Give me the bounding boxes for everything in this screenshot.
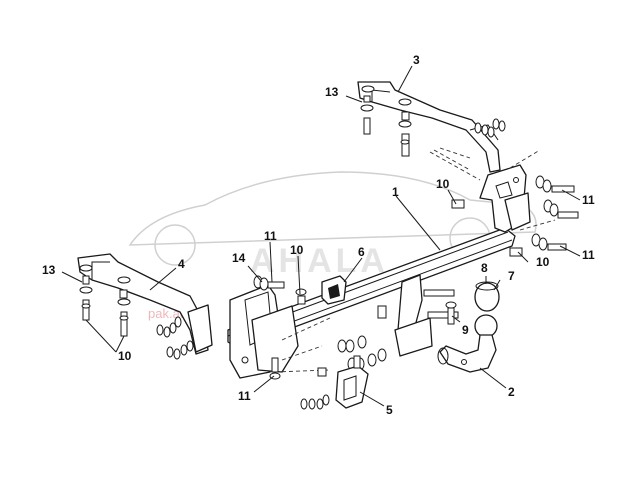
- callout-10-right: 10: [536, 255, 550, 269]
- fastener-stack-left: [156, 316, 194, 360]
- bolt-part-9: [445, 301, 457, 325]
- watermark: AHALA pak.auto…: [128, 171, 537, 321]
- fasteners-right-upper: [451, 175, 579, 257]
- callout-13-lower: 13: [42, 263, 56, 277]
- cap-part-8: [474, 281, 500, 312]
- bracket-part-3: [357, 81, 501, 173]
- crossbeam-part-1: [227, 164, 531, 379]
- callout-10-upper: 10: [436, 177, 450, 191]
- callout-1: 1: [392, 185, 399, 199]
- callout-11-upper-right: 11: [582, 193, 595, 207]
- socket-bracket-part-5: [300, 355, 369, 410]
- callout-6: 6: [358, 245, 365, 259]
- callout-8: 8: [481, 261, 488, 275]
- callout-3: 3: [413, 53, 420, 67]
- bracket-part-4: [77, 253, 213, 355]
- callout-7: 7: [508, 269, 515, 283]
- callout-4: 4: [178, 257, 185, 271]
- callout-11-right: 11: [582, 248, 595, 262]
- leader-lines: [61, 65, 581, 407]
- callout-10-left: 10: [118, 349, 132, 363]
- watermark-car-wheel-left: [154, 224, 196, 266]
- callout-10-center: 10: [290, 243, 304, 257]
- callout-11-lower: 11: [238, 389, 251, 403]
- watermark-brand: AHALA: [250, 242, 389, 280]
- buffer-part-6: [321, 275, 347, 305]
- bolt-set-13-lower: [79, 275, 131, 337]
- dashed-guide-upper-right: [429, 147, 481, 181]
- bolt-set-13-upper: [360, 95, 412, 157]
- callout-13-upper: 13: [325, 85, 339, 99]
- callout-14: 14: [232, 251, 246, 265]
- callout-labels: 3 13 10 11 1 11 10 13 4 11 14 10 6 8 7 9…: [42, 53, 595, 417]
- towball-part-2: [437, 314, 498, 373]
- callout-11-center: 11: [264, 229, 277, 243]
- callout-5: 5: [386, 403, 393, 417]
- fastener-stack-right-upper: [474, 118, 506, 138]
- callout-2: 2: [508, 385, 515, 399]
- callout-9: 9: [462, 323, 469, 337]
